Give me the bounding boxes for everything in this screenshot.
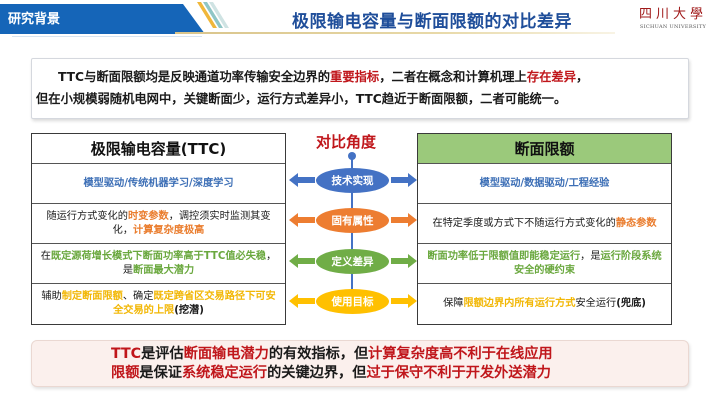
aspect-technology: 技术实现 — [316, 168, 389, 193]
conclusion-highlight: 计算复杂度高不利于在线应用 — [368, 346, 553, 362]
ttc-row-technology: 模型驱动/传统机器学习/深度学习 — [32, 164, 285, 204]
cell-text: 、确定 — [122, 291, 154, 302]
cell-highlight: 既定跨省区交易路径下可安全交易的上限 — [113, 291, 276, 316]
cell-text: 随运行方式变化的 — [46, 210, 128, 222]
aspect-property: 固有属性 — [316, 208, 389, 233]
arrow-left-icon — [289, 173, 315, 187]
cell-highlight: 既定源荷增长模式下断面功率高于TTC值必失稳 — [50, 250, 267, 262]
conclusion-text: 是评估 — [141, 346, 184, 362]
cell-highlight: 断面功率低于限额值即能稳定运行 — [427, 250, 581, 262]
cell-text: 安全运行 — [575, 298, 617, 309]
cell-highlight: 静态参数 — [615, 217, 657, 229]
cell-text: 模型驱动/数据驱动/工程经验 — [479, 177, 610, 189]
ttc-row-property: 随运行方式变化的时变参数，调控须实时监测其变化，计算复杂度极高 — [32, 204, 285, 244]
conclusion-highlight: 断面输电潜力 — [183, 346, 269, 362]
cell-text: 在特定季度或方式下不随运行方式变化的 — [432, 217, 616, 229]
limit-row-definition: 断面功率低于限额值即能稳定运行，是运行阶段系统安全的硬约束 — [418, 244, 671, 284]
comparison-title: 对比角度 — [316, 133, 377, 151]
conclusion-line-2: 限额是保证系统稳定运行的关键边界，但过于保守不利于开发外送潜力 — [32, 364, 688, 383]
section-tab — [0, 4, 205, 34]
conclusion-box: TTC是评估断面输电潜力的有效指标，但计算复杂度高不利于在线应用 限额是保证系统… — [31, 340, 689, 387]
cell-highlight: 限额边界内所有运行方式 — [463, 298, 576, 309]
page-title: 极限输电容量与断面限额的对比差异 — [292, 12, 572, 32]
cell-highlight: 制定断面限额 — [61, 291, 123, 302]
university-logo: 四川大學 SICHUAN UNIVERSITY — [638, 7, 708, 31]
cell-highlight: 运行阶段系统安全的硬约束 — [513, 250, 662, 276]
cell-text: 模型驱动/传统机器学习/深度学习 — [83, 177, 234, 189]
ttc-row-definition: 在既定源荷增长模式下断面功率高于TTC值必失稳，是断面最大潜力 — [32, 244, 285, 284]
arrow-right-icon — [391, 173, 417, 187]
decorative-stripes-icon — [190, 2, 229, 28]
arrow-left-icon — [289, 213, 315, 227]
cell-highlight: 断面最大潜力 — [133, 264, 195, 276]
intro-text: ， — [576, 70, 589, 84]
section-tab-label: 研究背景 — [8, 12, 61, 27]
conclusion-text: 是保证 — [139, 365, 182, 381]
ttc-table-header: 极限输电容量(TTC) — [32, 134, 285, 164]
limit-row-technology: 模型驱动/数据驱动/工程经验 — [418, 164, 671, 204]
conclusion-highlight: TTC — [111, 346, 142, 362]
cell-text: 保障 — [443, 298, 464, 309]
header-underline — [175, 32, 615, 34]
cell-text: ，是 — [122, 250, 277, 276]
ttc-table: 极限输电容量(TTC) 模型驱动/传统机器学习/深度学习 随运行方式变化的时变参… — [31, 133, 286, 325]
cell-highlight: 时变参数 — [127, 210, 169, 222]
intro-box: TTC与断面限额均是反映通道功率传输安全边界的重要指标，二者在概念和计算机理上存… — [31, 58, 689, 119]
intro-line-1: TTC与断面限额均是反映通道功率传输安全边界的重要指标，二者在概念和计算机理上存… — [32, 66, 688, 88]
arrow-left-icon — [289, 254, 315, 268]
intro-highlight: 重要指标 — [330, 70, 380, 84]
arrow-right-icon — [391, 213, 417, 227]
conclusion-text: 的关键边界，但 — [267, 365, 367, 381]
cell-text: ，调控须实时监测其变化， — [112, 210, 271, 236]
cell-text: (挖潜) — [174, 305, 204, 316]
comparison-axis-dot — [348, 152, 356, 160]
limit-row-property: 在特定季度或方式下不随运行方式变化的静态参数 — [418, 204, 671, 244]
intro-line-2: 但在小规模弱随机电网中，关键断面少，运行方式差异小，TTC趋近于断面限额，二者可… — [36, 92, 567, 106]
intro-text: ，二者在概念和计算机理上 — [379, 70, 527, 84]
header-underline-2 — [12, 36, 202, 37]
intro-highlight: 存在差异 — [526, 70, 577, 84]
conclusion-highlight: 过于保守不利于开发外送潜力 — [366, 365, 551, 381]
arrow-right-icon — [391, 294, 417, 308]
conclusion-line-1: TTC是评估断面输电潜力的有效指标，但计算复杂度高不利于在线应用 — [32, 345, 688, 364]
aspect-definition: 定义差异 — [316, 249, 389, 274]
logo-english: SICHUAN UNIVERSITY — [639, 24, 707, 30]
ttc-row-purpose: 辅助制定断面限额、确定既定跨省区交易路径下可安全交易的上限(挖潜) — [32, 284, 285, 324]
conclusion-highlight: 系统稳定运行 — [181, 365, 268, 381]
conclusion-highlight: 限额 — [111, 365, 140, 381]
cell-text: ，是 — [580, 250, 601, 262]
arrow-right-icon — [391, 254, 417, 268]
intro-text: TTC与断面限额均是反映通道功率传输安全边界的 — [58, 70, 331, 84]
cell-text: (兜底) — [616, 298, 646, 309]
limit-table-header: 断面限额 — [418, 134, 671, 164]
conclusion-text: 的有效指标，但 — [268, 346, 369, 362]
cell-text: 辅助 — [41, 291, 62, 302]
cell-text: 在 — [40, 250, 51, 262]
cell-highlight: 计算复杂度极高 — [133, 224, 205, 236]
limit-row-purpose: 保障限额边界内所有运行方式安全运行(兜底) — [418, 284, 671, 324]
aspect-purpose: 使用目标 — [316, 289, 389, 314]
arrow-left-icon — [289, 294, 315, 308]
logo-chinese: 四川大學 — [638, 7, 707, 22]
limit-table: 断面限额 模型驱动/数据驱动/工程经验 在特定季度或方式下不随运行方式变化的静态… — [417, 133, 672, 325]
